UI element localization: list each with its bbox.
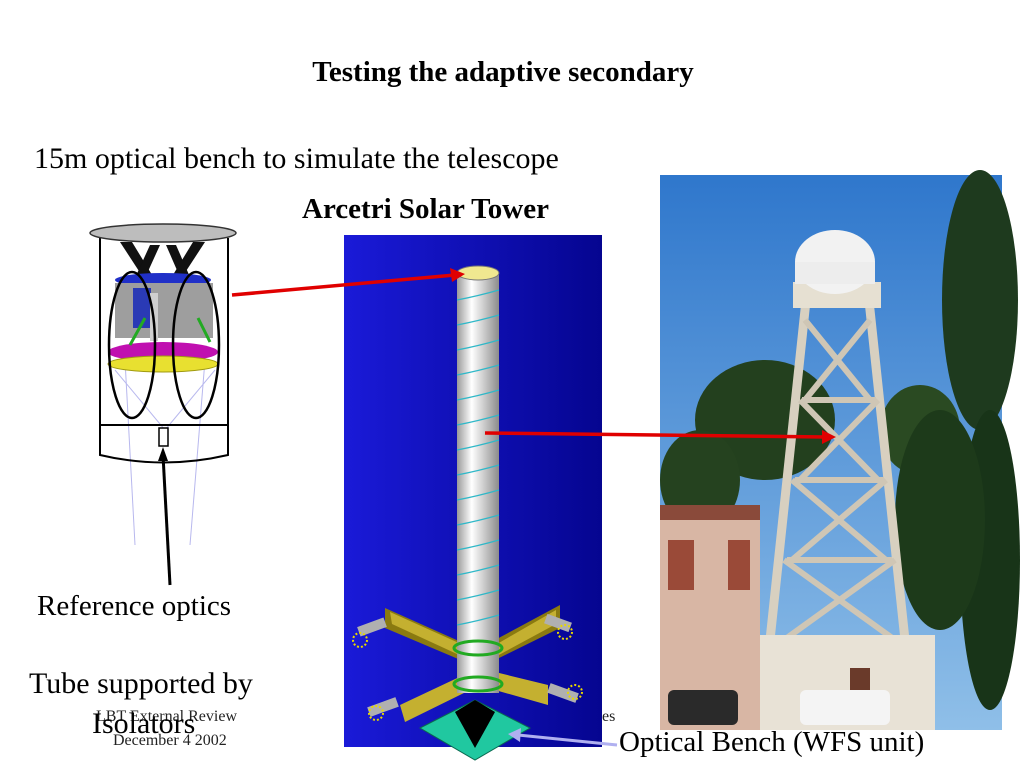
- tower-photo: [660, 170, 1020, 730]
- red-arrows: [231, 268, 836, 444]
- slide-title: Testing the adaptive secondary: [312, 56, 694, 88]
- footer-date: December 4 2002: [113, 732, 227, 749]
- footer-right-partial: es: [602, 708, 616, 725]
- optical-bench-pointer: [517, 733, 618, 747]
- slide-subtitle: 15m optical bench to simulate the telesc…: [34, 142, 559, 175]
- optical-bench-label: Optical Bench (WFS unit): [619, 726, 925, 758]
- footer-review: LBT External Review: [96, 708, 237, 725]
- reference-optics-label: Reference optics: [37, 590, 232, 622]
- reference-optics-pointer: [161, 454, 172, 586]
- tower-render: [344, 235, 602, 761]
- tube-label-line1: Tube supported by: [29, 667, 253, 700]
- tube-label-line2: Isolators: [92, 707, 196, 740]
- secondary-mirror-diagram: [89, 223, 237, 546]
- tower-caption: Arcetri Solar Tower: [302, 193, 549, 225]
